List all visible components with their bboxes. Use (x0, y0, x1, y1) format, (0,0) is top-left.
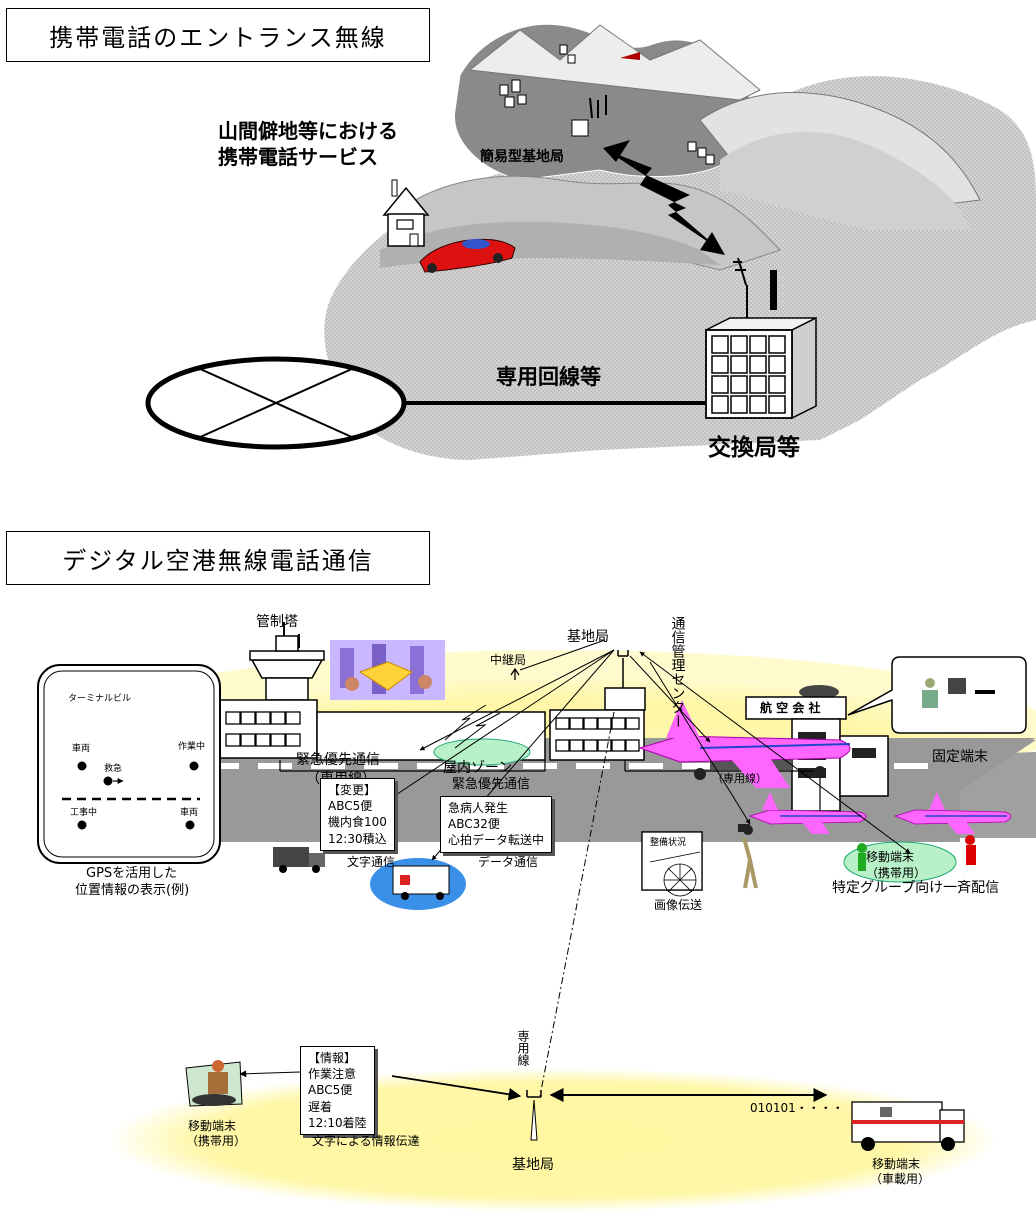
info-notice: 【情報】 作業注意 ABC5便 遅着 12:10着陸 (300, 1046, 375, 1135)
wireless-link-arrow (603, 140, 725, 255)
map-vehicle-2: 車両 (180, 808, 199, 818)
emergency-notice-line: 心拍データ転送中 (448, 833, 545, 848)
fixed-terminal-label: 固定端末 (932, 749, 988, 765)
service-label-line2: 携帯電話サービス (218, 145, 378, 169)
dedicated-line-paren-2: （専用線） (712, 772, 767, 785)
service-label-line1: 山間僻地等における (218, 119, 398, 143)
change-notice: 【変更】 ABC5便 機内食100 12:30積込 (320, 778, 395, 851)
base-station-bottom-label: 基地局 (512, 1157, 554, 1173)
relay-station-label: 中継局 (490, 653, 527, 667)
truck-icon (273, 847, 325, 873)
mobile-terminal-group-sub: （携帯用） (866, 866, 927, 880)
meeting-clipart (330, 640, 445, 700)
group-broadcast-label: 特定グループ向け一斉配信 (832, 880, 1000, 896)
mobile-terminal-portable-label: 移動端末 (188, 1119, 237, 1133)
info-notice-line: 作業注意 (308, 1067, 357, 1082)
gps-caption-1: GPSを活用した (86, 866, 178, 881)
map-emergency: 救急 (104, 764, 123, 774)
change-notice-line: 12:30積込 (328, 831, 387, 846)
map-construction: 工事中 (70, 808, 98, 818)
car-icon (419, 238, 516, 273)
map-working: 作業中 (178, 742, 206, 752)
emergency-notice: 急病人発生 ABC32便 心拍データ転送中 (440, 796, 553, 853)
ambulance-icon (370, 858, 466, 910)
info-notice-line: 遅着 (308, 1099, 333, 1114)
ambulance-van-icon (851, 1101, 965, 1151)
emergency-priority-label-1: 緊急優先通信 (296, 752, 380, 768)
gps-caption-2: 位置情報の表示(例) (75, 883, 190, 898)
image-transmission-label: 画像伝送 (654, 898, 703, 912)
emergency-priority-label-2: 緊急優先通信 (452, 777, 531, 792)
exchange-building (705, 316, 817, 420)
dedicated-line-path (539, 711, 615, 1097)
mobile-terminal-vehicle-label: 移動端末 (872, 1157, 921, 1171)
change-notice-line: 【変更】 (328, 783, 377, 797)
mobile-terminal-group-label: 移動端末 (866, 850, 915, 864)
text-comm-label: 文字通信 (347, 855, 396, 869)
base-station-building (510, 650, 646, 761)
dedicated-line-label: 専用回線等 (496, 365, 601, 389)
house-icon (382, 179, 430, 247)
base-station-top-label: 基地局 (567, 629, 609, 645)
simple-base-station-label: 簡易型基地局 (480, 149, 564, 165)
entrance-title: 携帯電話のエントランス無線 (6, 8, 430, 62)
emergency-notice-line: 急病人発生 (448, 801, 509, 815)
info-notice-line: ABC5便 (308, 1083, 353, 1098)
network-cloud (145, 356, 706, 450)
map-vehicle-1: 車両 (72, 744, 91, 754)
worker-icon (185, 1060, 243, 1107)
control-tower-label: 管制塔 (256, 614, 298, 630)
text-info-transmission-label: 文字による情報伝達 (312, 1134, 420, 1148)
terminal-map-title: ターミナルビル (68, 694, 132, 704)
info-notice-line: 【情報】 (308, 1051, 357, 1065)
emergency-notice-line: ABC32便 (448, 817, 500, 832)
data-comm-label: データ通信 (478, 855, 539, 869)
comm-center-label: 通信管理センター (669, 616, 686, 728)
airport-title: デジタル空港無線電話通信 (6, 531, 430, 585)
maintenance-status-label: 整備状況 (650, 838, 687, 848)
indoor-zone-label: 屋内ゾーン (443, 760, 513, 776)
exchange-label: 交換局等 (708, 435, 800, 461)
dedicated-line-vertical-label: 専用線 (516, 1030, 530, 1066)
control-tower-building (219, 622, 546, 766)
mobile-terminal-portable-sub: （携帯用） (186, 1134, 247, 1148)
airline-label: 航 空 会 社 (760, 701, 821, 715)
info-notice-line: 12:10着陸 (308, 1115, 367, 1130)
mountain-landscape (324, 23, 1036, 460)
change-notice-line: ABC5便 (328, 799, 373, 814)
mobile-terminal-vehicle-sub: （車載用） (870, 1172, 931, 1186)
change-notice-line: 機内食100 (328, 815, 387, 830)
terminal-map-frame (37, 664, 221, 864)
bitstream-label: 010101・・・・ (750, 1101, 844, 1115)
